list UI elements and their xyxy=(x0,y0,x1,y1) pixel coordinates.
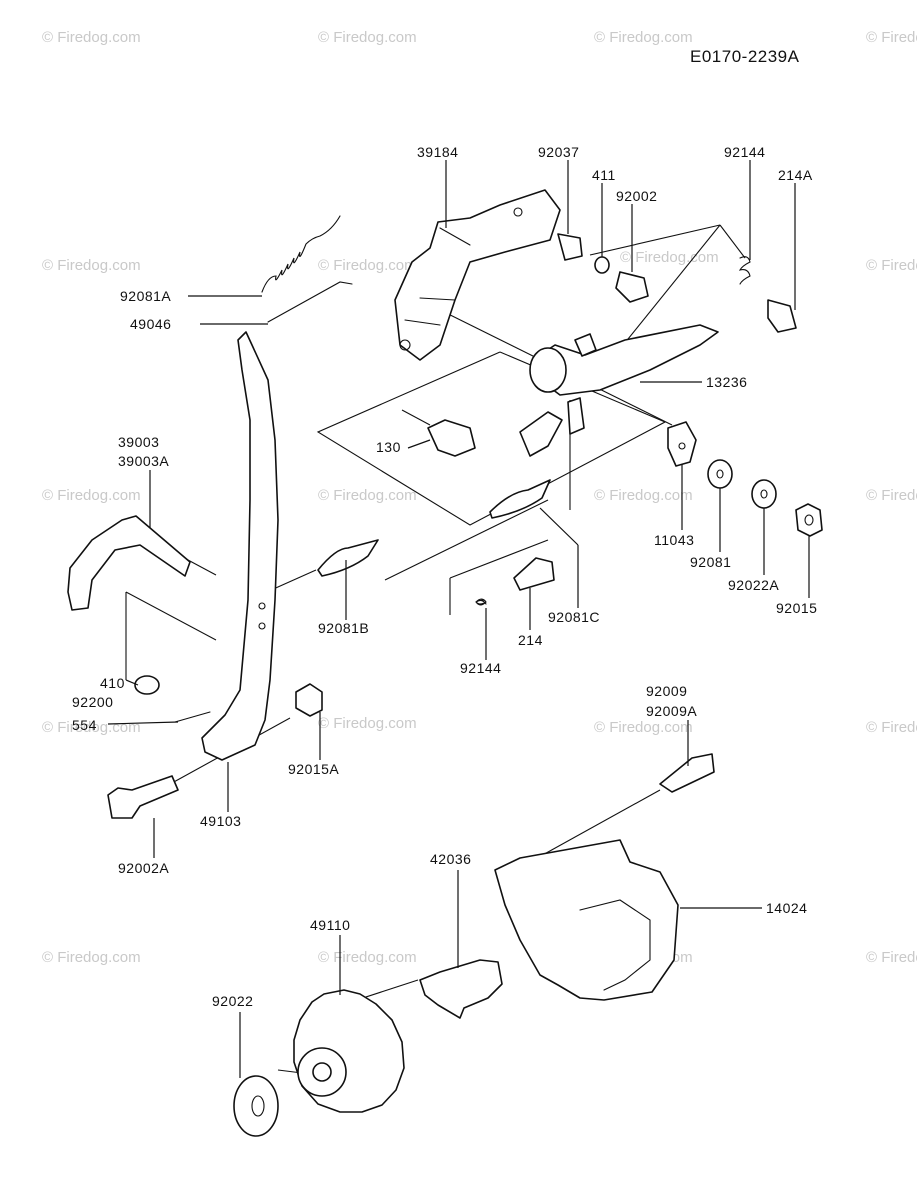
label-92144-mid: 92144 xyxy=(460,660,501,676)
label-13236: 13236 xyxy=(706,374,747,390)
label-92081A: 92081A xyxy=(120,288,171,304)
shaft-42036 xyxy=(419,959,503,1019)
leader-lines xyxy=(107,160,810,1078)
label-14024: 14024 xyxy=(766,900,807,916)
label-92009: 92009 xyxy=(646,683,687,699)
bolt-92002A xyxy=(107,775,179,819)
label-411: 411 xyxy=(592,167,616,183)
bolt-130 xyxy=(427,419,476,457)
watermark: © Firedog.com xyxy=(594,487,693,504)
watermark: © Firedog.com xyxy=(318,257,417,274)
label-92081: 92081 xyxy=(690,554,731,570)
bolt-92009 xyxy=(659,753,715,793)
part-labels: 39184 92037 411 92002 92144 214A 92081A … xyxy=(72,144,817,1009)
lever-49103 xyxy=(201,331,279,761)
watermark: © Firedog.com xyxy=(42,487,141,504)
spring-92081B xyxy=(317,539,379,577)
bolt-214 xyxy=(513,557,555,591)
watermark: © Firedog.com xyxy=(866,29,917,46)
watermark: © Firedog.com xyxy=(318,487,417,504)
label-554: 554 xyxy=(72,717,97,733)
label-92022A: 92022A xyxy=(728,577,779,593)
washer-92022A xyxy=(751,479,777,509)
label-92081B: 92081B xyxy=(318,620,369,636)
label-92015A: 92015A xyxy=(288,761,339,777)
washer-92081 xyxy=(707,459,733,489)
washer-92022 xyxy=(233,1075,279,1137)
label-92200: 92200 xyxy=(72,694,113,710)
watermark: © Firedog.com xyxy=(318,949,417,966)
pin-554 xyxy=(174,711,211,723)
label-42036: 42036 xyxy=(430,851,471,867)
label-49110: 49110 xyxy=(310,917,350,933)
watermarks: © Firedog.com © Firedog.com © Firedog.co… xyxy=(42,29,917,966)
spring-92144-mid xyxy=(475,598,487,606)
diagram-id: E0170-2239A xyxy=(690,47,800,66)
parts xyxy=(67,189,823,1137)
bracket-39184 xyxy=(394,189,561,361)
label-130: 130 xyxy=(376,439,401,455)
watermark: © Firedog.com xyxy=(318,29,417,46)
clip-92037 xyxy=(557,233,583,261)
watermark: © Firedog.com xyxy=(594,29,693,46)
label-214A: 214A xyxy=(778,167,813,183)
lever-13236 xyxy=(539,324,719,396)
label-92022: 92022 xyxy=(212,993,253,1009)
label-11043: 11043 xyxy=(654,532,694,548)
housing-14024 xyxy=(494,839,679,1001)
label-92002: 92002 xyxy=(616,188,657,204)
nut-92015 xyxy=(795,503,823,537)
watermark: © Firedog.com xyxy=(42,29,141,46)
plate-11043 xyxy=(667,421,697,467)
spring-92081C xyxy=(489,479,551,519)
label-92015: 92015 xyxy=(776,600,817,616)
label-92037: 92037 xyxy=(538,144,579,160)
watermark: © Firedog.com xyxy=(318,715,417,732)
label-214: 214 xyxy=(518,632,543,648)
spring-92144-top xyxy=(738,256,751,285)
bolt-92002 xyxy=(615,271,649,303)
watermark: © Firedog.com xyxy=(594,719,693,736)
label-92002A: 92002A xyxy=(118,860,169,876)
label-92009A: 92009A xyxy=(646,703,697,719)
rod-49046 xyxy=(267,281,353,323)
label-410: 410 xyxy=(100,675,125,691)
watermark: © Firedog.com xyxy=(42,949,141,966)
watermark: © Firedog.com xyxy=(866,487,917,504)
label-92081C: 92081C xyxy=(548,609,600,625)
nut-92015A xyxy=(295,683,323,717)
spring-92081A xyxy=(261,215,341,293)
watermark: © Firedog.com xyxy=(42,257,141,274)
watermark: © Firedog.com xyxy=(866,257,917,274)
washer-411 xyxy=(594,256,610,274)
label-92144-top: 92144 xyxy=(724,144,765,160)
label-49103: 49103 xyxy=(200,813,241,829)
label-39003: 39003 xyxy=(118,434,159,450)
watermark: © Firedog.com xyxy=(866,719,917,736)
watermark: © Firedog.com xyxy=(620,249,719,266)
label-49046: 49046 xyxy=(130,316,171,332)
label-39184: 39184 xyxy=(417,144,458,160)
bolt-214A xyxy=(767,299,797,333)
washer-92200 xyxy=(134,675,160,695)
lever-39003 xyxy=(67,515,191,611)
label-39003A: 39003A xyxy=(118,453,169,469)
watermark: © Firedog.com xyxy=(866,949,917,966)
